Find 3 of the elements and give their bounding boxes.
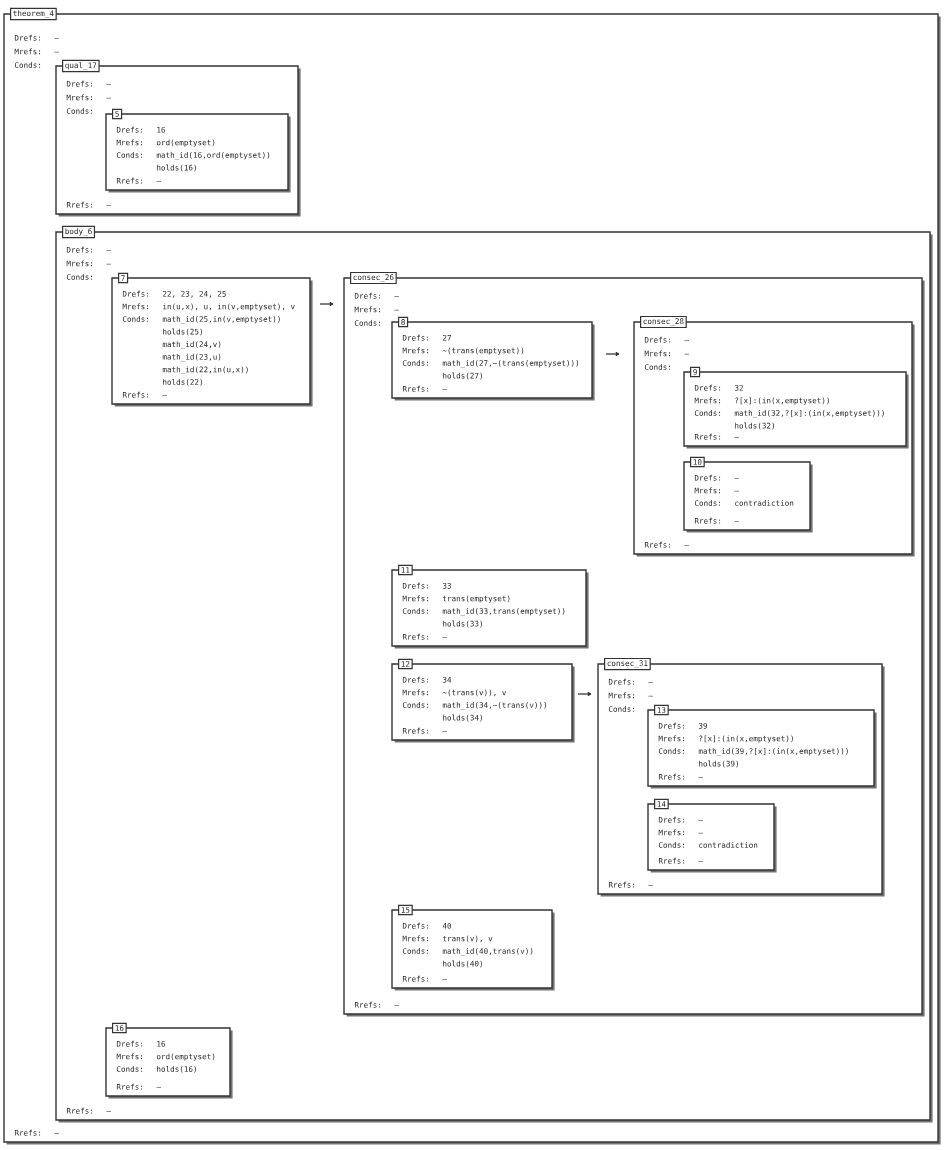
arrow [577,691,592,697]
arrow [605,351,620,357]
arrow [319,301,334,307]
